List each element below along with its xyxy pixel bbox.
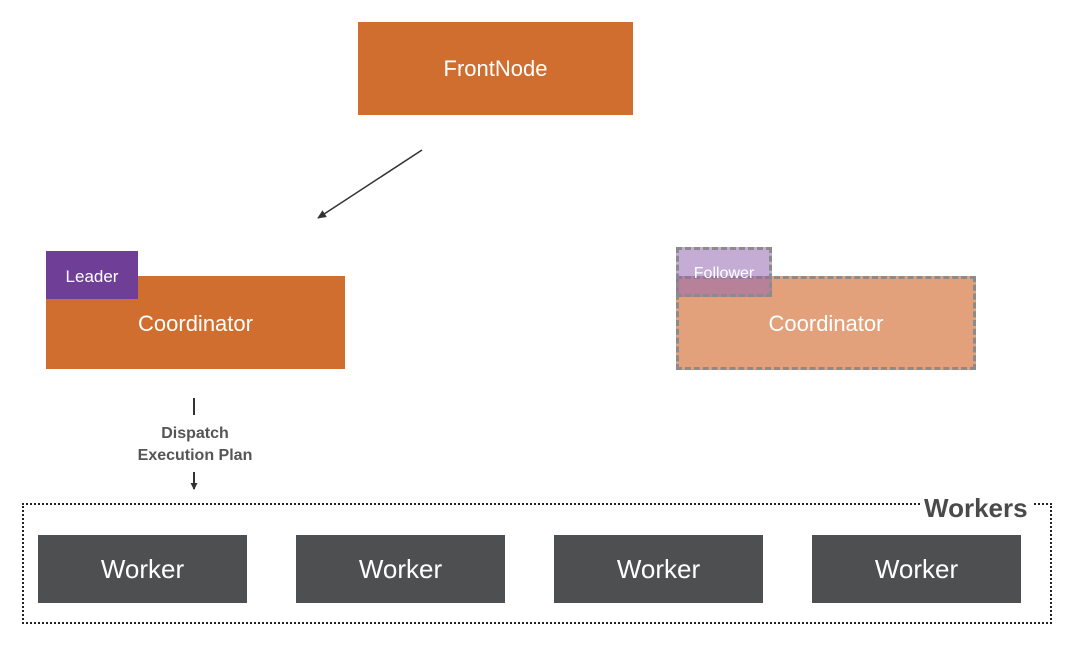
frontnode-to-leader-arrow <box>317 149 423 219</box>
frontnode-label: FrontNode <box>443 55 548 81</box>
follower-coordinator-label: Coordinator <box>768 311 884 336</box>
workers-group-title: Workers <box>920 493 1032 523</box>
leader-coordinator-label: Coordinator <box>138 310 253 336</box>
frontnode-box: FrontNode <box>358 22 633 115</box>
worker-label: Worker <box>874 553 959 584</box>
follower-tag: Follower <box>676 247 772 297</box>
worker-label: Worker <box>100 553 185 584</box>
worker-label: Worker <box>616 553 701 584</box>
dispatch-label-line1: Dispatch <box>161 425 229 442</box>
worker-box-2: Worker <box>296 535 505 603</box>
worker-label: Worker <box>358 553 443 584</box>
worker-box-4: Worker <box>812 535 1021 603</box>
follower-tag-label: Follower <box>693 265 755 282</box>
leader-tag-label: Leader <box>65 267 119 286</box>
dispatch-label-line2: Execution Plan <box>137 447 253 464</box>
dispatch-label: Dispatch Execution Plan <box>120 423 270 467</box>
leader-tag: Leader <box>46 251 138 299</box>
worker-box-3: Worker <box>554 535 763 603</box>
worker-box-1: Worker <box>38 535 247 603</box>
workers-group-frame <box>22 503 1052 624</box>
follower-coordinator-box: Coordinator <box>676 276 976 370</box>
